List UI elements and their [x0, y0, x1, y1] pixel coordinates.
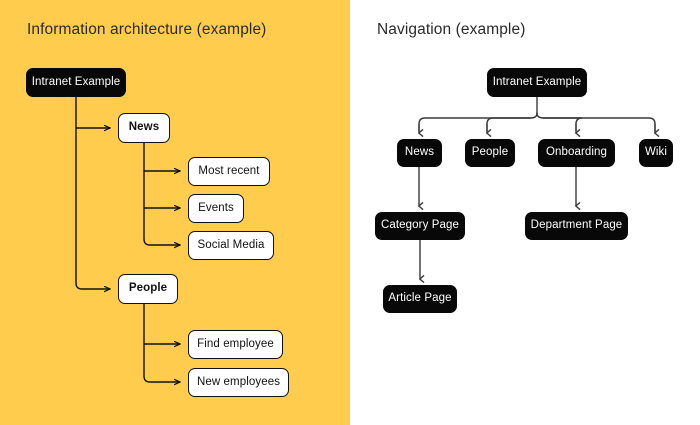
- nav-node-people[interactable]: People: [465, 139, 515, 167]
- ia-node-social-media[interactable]: Social Media: [188, 231, 274, 260]
- nav-node-category-page[interactable]: Category Page: [375, 212, 465, 240]
- ia-node-most-recent[interactable]: Most recent: [188, 157, 270, 186]
- ia-node-intranet-example[interactable]: Intranet Example: [26, 68, 126, 97]
- ia-node-people[interactable]: People: [118, 274, 178, 304]
- information-architecture-panel: [0, 0, 350, 425]
- ia-node-events[interactable]: Events: [188, 194, 244, 223]
- nav-node-news[interactable]: News: [397, 139, 442, 167]
- nav-node-onboarding[interactable]: Onboarding: [538, 139, 615, 167]
- ia-node-news[interactable]: News: [118, 113, 170, 143]
- information-architecture-title: Information architecture (example): [27, 21, 267, 38]
- nav-node-article-page[interactable]: Article Page: [383, 285, 457, 313]
- ia-node-find-employee[interactable]: Find employee: [188, 330, 283, 359]
- nav-node-wiki[interactable]: Wiki: [639, 139, 673, 167]
- navigation-title: Navigation (example): [377, 21, 526, 38]
- ia-node-new-employees[interactable]: New employees: [188, 368, 289, 397]
- nav-node-intranet-example[interactable]: Intranet Example: [487, 68, 587, 97]
- nav-node-department-page[interactable]: Department Page: [525, 212, 628, 240]
